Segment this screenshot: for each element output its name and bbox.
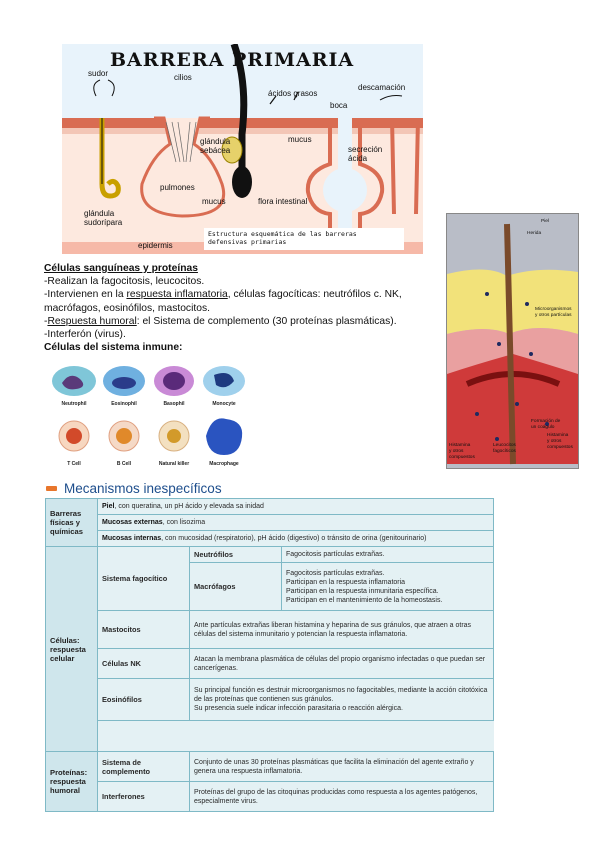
cell-label-basophil: Basophil [163, 401, 185, 407]
immune-cells-image: Neutrophil Eosinophil Basophil Monocyte … [44, 363, 256, 471]
neutrofilos-desc: Fagocitosis partículas extrañas. [281, 546, 494, 563]
mecanismos-title: Mecanismos inespecíficos [64, 481, 222, 496]
mastocitos-desc: Ante partículas extrañas liberan histami… [189, 610, 494, 649]
label-epidermis: epidermis [138, 241, 173, 250]
complemento-desc: Conjunto de unas 30 proteínas plasmática… [189, 751, 494, 782]
cell-label-eosinophil: Eosinophil [111, 401, 137, 407]
nk-desc: Atacan la membrana plasmática de células… [189, 648, 494, 679]
text-block: Células sanguíneas y proteínas -Realizan… [44, 262, 444, 354]
table-row: Células NK Atacan la membrana plasmática… [46, 648, 494, 679]
cell-label-macrophage: Macrophage [209, 461, 239, 467]
cell-label-b-cell: B Cell [116, 461, 132, 467]
cell-label-monocyte: Monocyte [212, 401, 236, 407]
cell-label-neutrophil: Neutrophil [61, 401, 87, 407]
neutrofilos: Neutrófilos [189, 546, 282, 563]
interferones-desc: Proteínas del grupo de las citoquinas pr… [189, 781, 494, 812]
label-pulmones: pulmones [160, 183, 195, 192]
text-line: -Realizan la fagocitosis, leucocitos. [44, 276, 205, 288]
label-sudor: sudor [88, 69, 108, 78]
label-mucus-1: mucus [288, 135, 312, 144]
table-row [46, 721, 494, 752]
heading-celulas-sistema-inmune: Células del sistema inmune: [44, 342, 183, 354]
barrera-mucosas-externas: Mucosas externas, con lisozima [97, 514, 494, 531]
wound-label-piel: Piel [541, 218, 549, 224]
sistema-fagocitico: Sistema fagocítico [97, 546, 190, 611]
label-mucus-2: mucus [202, 197, 226, 206]
eosinofilos: Eosinófilos [97, 678, 190, 721]
table-row: Mucosas externas, con lisozima [46, 514, 494, 531]
text-line: -Intervienen en la respuesta inflamatori… [44, 289, 402, 301]
label-flora-intestinal: flora intestinal [258, 197, 308, 206]
heading-celulas-sanguineas: Células sanguíneas y proteínas [44, 263, 198, 274]
interferones: Interferones [97, 781, 190, 812]
table-row: Mastocitos Ante partículas extrañas libe… [46, 610, 494, 649]
macrofagos-desc: Fagocitosis partículas extrañas.Particip… [281, 562, 494, 611]
link-respuesta-inflamatoria[interactable]: respuesta inflamatoria [126, 289, 228, 301]
text-line: macrófagos, eosinófilos, mastocitos. [44, 302, 210, 314]
table-row: Interferones Proteínas del grupo de las … [46, 781, 494, 812]
diagram-title: BARRERA PRIMARIA [110, 49, 354, 71]
mastocitos: Mastocitos [97, 610, 190, 649]
cell-label-t-cell: T Cell [67, 461, 81, 467]
table-row: Macrófagos Fagocitosis partículas extrañ… [46, 562, 494, 611]
bullet-icon [46, 486, 57, 491]
label-cilios: cilios [174, 73, 192, 82]
celulas-nk: Células NK [97, 648, 190, 679]
label-acidos-grasos: ácidos grasos [268, 89, 317, 98]
barrera-primaria-diagram: BARRERA PRIMARIA sudor cilios ácidos gra… [62, 44, 423, 254]
barrera-piel: Piel, con queratina, un pH ácido y eleva… [97, 498, 494, 515]
label-boca: boca [330, 101, 348, 110]
eosinofilos-desc: Su principal función es destruir microor… [189, 678, 494, 721]
table-row: Eosinófilos Su principal función es dest… [46, 678, 494, 721]
macrofagos: Macrófagos [189, 562, 282, 611]
link-respuesta-humoral[interactable]: Respuesta humoral [47, 315, 137, 327]
table-row: Mucosas internas, con mucosidad (respira… [46, 530, 494, 547]
label-descamacion: descamación [358, 83, 405, 92]
text-line: -Respuesta humoral: el Sistema de comple… [44, 315, 397, 327]
barrera-mucosas-internas: Mucosas internas, con mucosidad (respira… [97, 530, 494, 547]
wound-label-herida: Herida [527, 230, 541, 236]
cell-label-natural-killer: Natural killer [158, 461, 190, 467]
text-line: -Interferón (virus). [44, 329, 126, 341]
